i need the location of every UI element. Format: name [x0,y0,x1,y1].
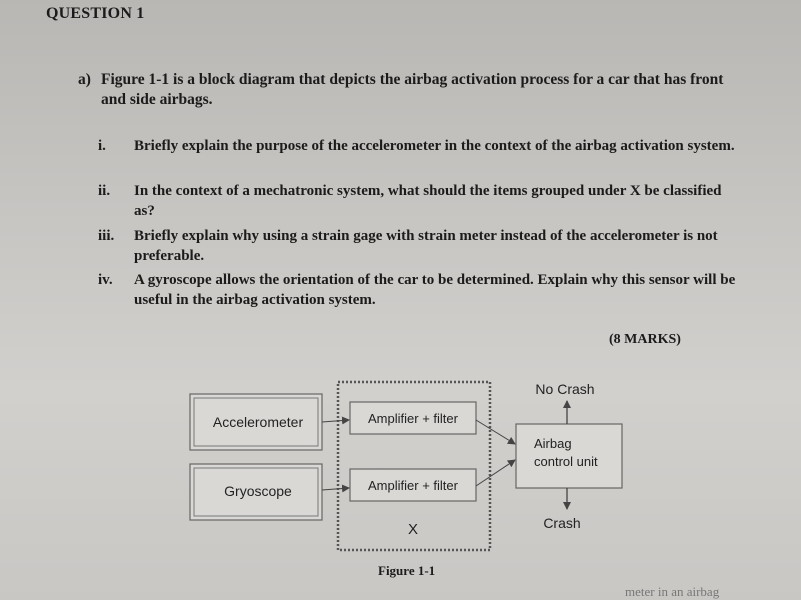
question-item-iii: iii. Briefly explain why using a strain … [98,226,738,266]
arrow-accel-to-amp [321,416,350,425]
amplifier-filter-block-2: Amplifier + filter [349,468,477,502]
arrow-gyro-to-amp [321,484,350,493]
group-x-box [336,380,492,552]
item-text: Briefly explain the purpose of the accel… [134,138,735,154]
amplifier-filter-block-1: Amplifier + filter [349,401,477,435]
amplifier-filter-label-1: Amplifier + filter [368,411,459,426]
accelerometer-block: Accelerometer [189,393,323,451]
part-a-label: a) [78,71,91,88]
gyroscope-label: Gryoscope [224,483,292,499]
arrow-amp1-to-control [475,419,516,445]
item-text: In the context of a mechatronic system, … [134,183,722,219]
control-unit-label-line2: control unit [534,454,598,469]
amplifier-filter-label-2: Amplifier + filter [368,478,459,493]
item-text: Briefly explain why using a strain gage … [134,228,718,264]
item-number: iv. [98,272,113,288]
part-a-text: Figure 1-1 is a block diagram that depic… [101,71,724,108]
airbag-control-unit-block: Airbag control unit [515,423,623,489]
crash-label: Crash [543,515,580,531]
marks-label: (8 MARKS) [609,332,681,347]
item-text: A gyroscope allows the orientation of th… [134,272,736,308]
control-unit-label-line1: Airbag [534,436,572,451]
gyroscope-block: Gryoscope [189,463,323,521]
item-number: ii. [98,183,111,199]
no-crash-label: No Crash [535,381,594,397]
group-x-label: X [408,521,418,538]
question-item-ii: ii. In the context of a mechatronic syst… [98,181,738,221]
accelerometer-label: Accelerometer [213,414,304,430]
cut-off-text: meter in an airbag [625,584,720,599]
question-heading: QUESTION 1 [46,5,145,22]
item-number: iii. [98,228,115,244]
item-number: i. [98,138,106,154]
figure-caption: Figure 1-1 [378,563,436,578]
question-item-iv: iv. A gyroscope allows the orientation o… [98,270,738,310]
arrow-amp2-to-control [475,459,516,487]
question-item-i: i. Briefly explain the purpose of the ac… [98,136,738,156]
part-a-intro: a) Figure 1-1 is a block diagram that de… [78,70,748,110]
